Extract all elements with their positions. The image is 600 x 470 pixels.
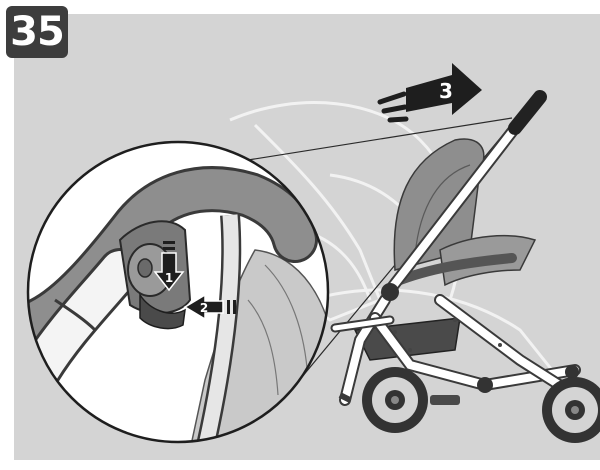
- step-number: 35: [10, 12, 64, 52]
- rear-hinge-joint: [477, 377, 493, 393]
- brake-pedal: [430, 395, 460, 405]
- step-number-badge: 35: [6, 6, 68, 58]
- fold-step-label: 3: [439, 79, 453, 103]
- fold-hinge-joint: [381, 283, 399, 301]
- rear-axle-joint: [565, 365, 579, 379]
- push-step-label: 2: [200, 301, 208, 315]
- press-step-label: 1: [165, 271, 173, 285]
- motion-tick: [390, 119, 406, 120]
